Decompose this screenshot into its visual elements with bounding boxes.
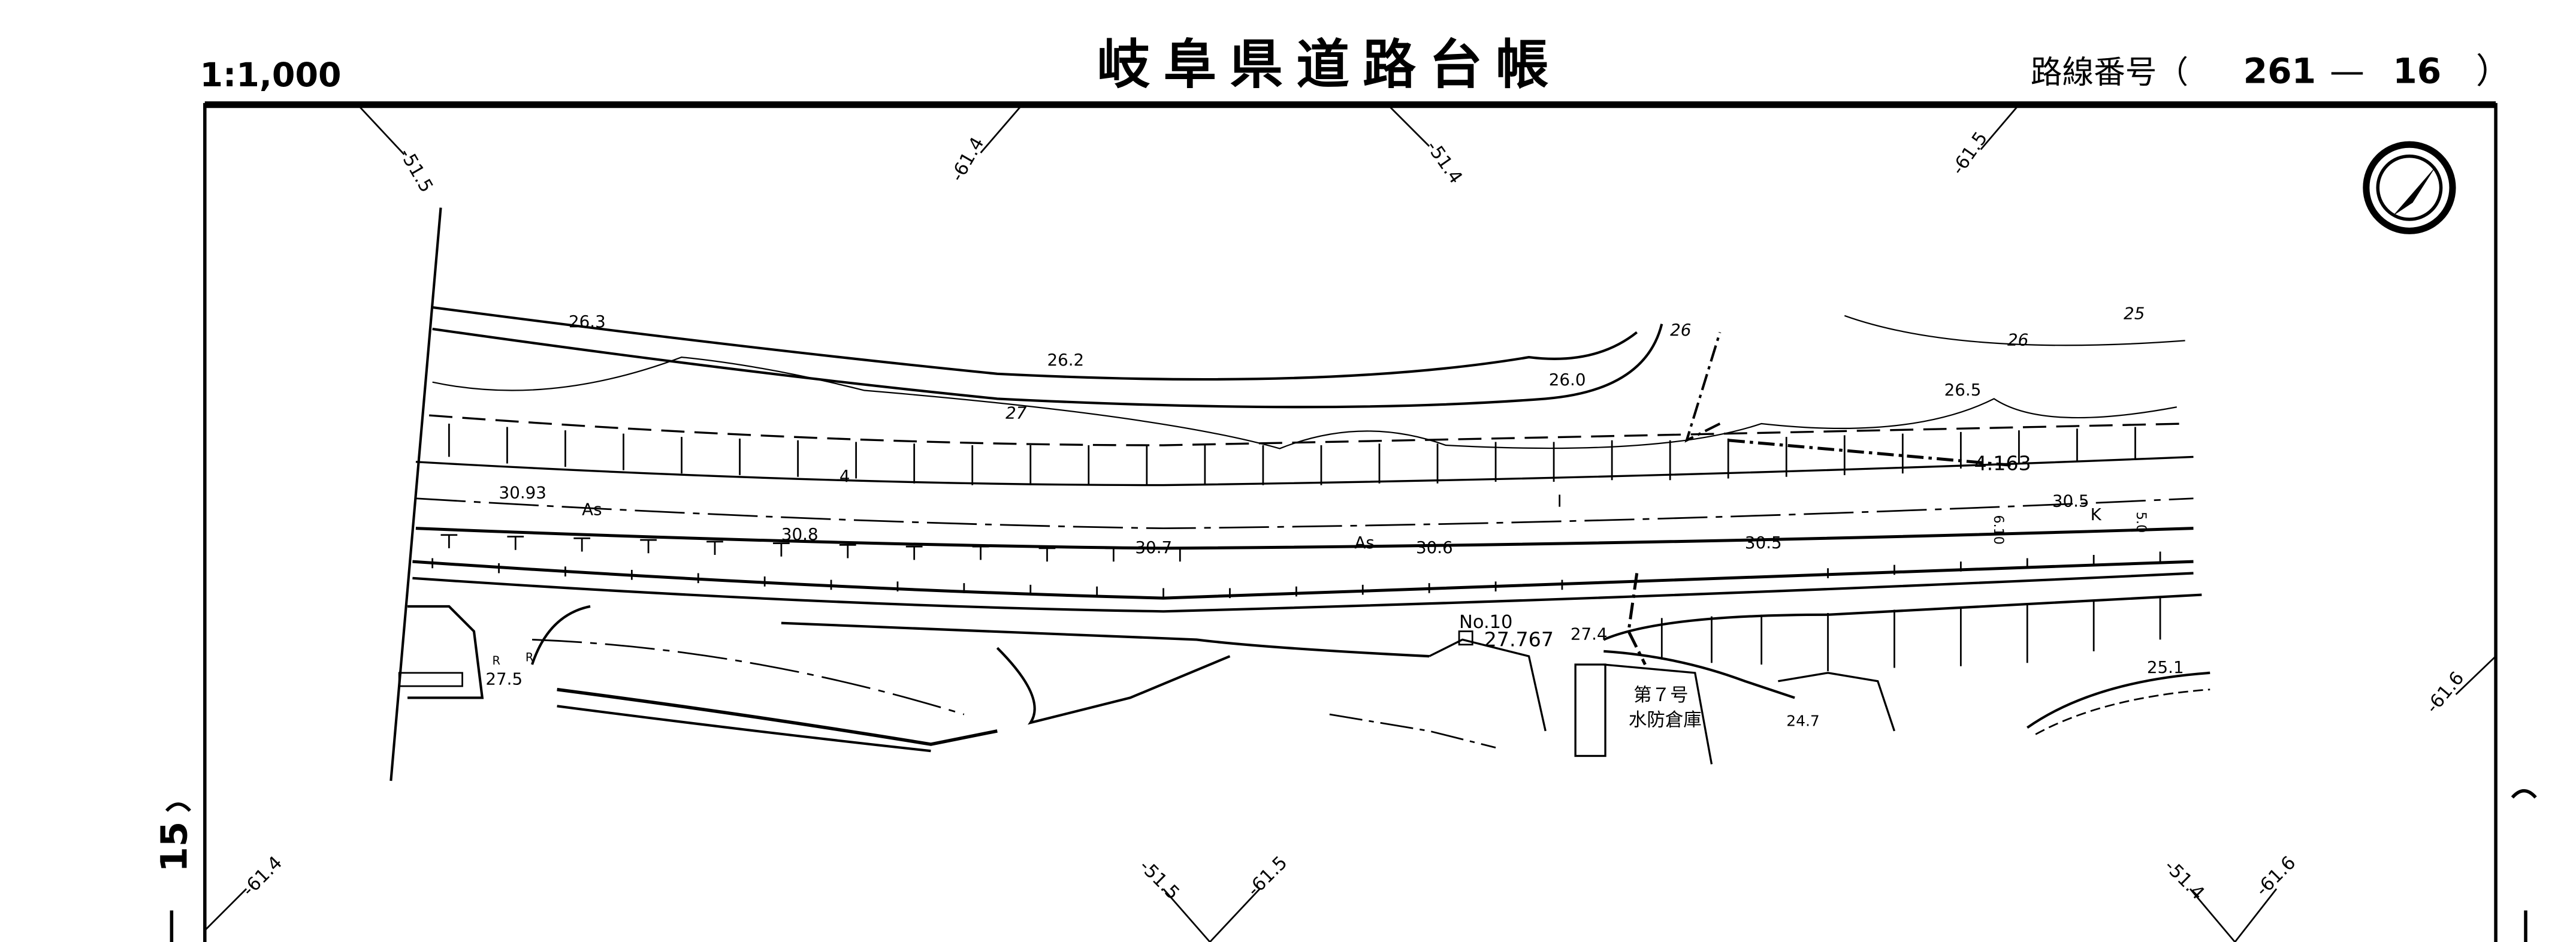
elevation-label: 30.8 <box>781 524 819 544</box>
grid-label: -51.4 <box>1422 137 1466 188</box>
route-number: 261 <box>2243 51 2317 92</box>
sheet-title: 岐阜県道路台帳 <box>1097 34 1562 96</box>
route-label: 路線番号（ <box>2031 55 2188 91</box>
contour-label: 26 <box>2007 330 2028 350</box>
building-label: 第７号 <box>1633 685 1688 706</box>
grid-label: -61.6 <box>2422 668 2469 717</box>
elevation-label: 27.767 <box>1484 627 1554 651</box>
elevation-label: 25.1 <box>2147 657 2184 677</box>
contour-label: 25 <box>2124 303 2145 323</box>
station-label: No.10 <box>1459 612 1512 633</box>
slope-hachures <box>431 423 2161 672</box>
margin-bracket-left <box>165 802 191 812</box>
map-frame <box>203 102 2498 942</box>
grid-label: -51.5 <box>1135 856 1183 904</box>
mark-label: K <box>2091 505 2102 524</box>
elevation-label: 30.6 <box>1416 538 1453 557</box>
elevation-label: 30.7 <box>1135 538 1172 557</box>
contour-label: 27 <box>1005 403 1027 423</box>
building-label: 水防倉庫 <box>1629 710 1702 731</box>
elevation-label: 26.5 <box>1944 380 1982 400</box>
width-label: 5.0 <box>2133 512 2149 533</box>
north-arrow-icon <box>2363 141 2456 234</box>
grid-label: -61.5 <box>1947 128 1992 179</box>
pavement-label: As <box>1354 533 1374 552</box>
elevation-label: 26.0 <box>1549 370 1586 390</box>
margin-bracket-right <box>2511 789 2537 799</box>
mark-label: R <box>526 650 533 664</box>
mark-label: I <box>1557 491 1562 511</box>
route-dash: — <box>2330 51 2364 92</box>
grid-label: -61.6 <box>2252 852 2300 901</box>
elevation-label: 30.93 <box>499 483 546 503</box>
scale-label: 1:1,000 <box>200 56 342 95</box>
map-linework <box>389 207 2210 781</box>
elevation-label: 26.2 <box>1047 350 1084 370</box>
route-close: ） <box>2476 51 2511 92</box>
grid-label: -61.4 <box>947 134 989 185</box>
station-marker <box>1458 630 1473 646</box>
contour-label: 26 <box>1670 320 1691 340</box>
width-label: 6.10 <box>1991 515 2006 544</box>
elevation-label: 24.7 <box>1786 712 1820 730</box>
elevation-label: 26.3 <box>569 312 606 331</box>
grid-label: -51.5 <box>395 145 437 197</box>
pavement-label: As <box>582 499 602 519</box>
station-label: 4 <box>839 466 850 486</box>
elevation-label: 30.5 <box>2052 491 2089 511</box>
grid-label: -61.4 <box>238 852 287 901</box>
sheet-number: 15 <box>153 822 195 872</box>
elevation-label: 27.4 <box>1571 624 1608 644</box>
elevation-label: 27.5 <box>485 669 523 689</box>
route-section: 16 <box>2393 51 2441 92</box>
mark-label: R <box>492 654 500 668</box>
grid-label: -61.5 <box>1243 852 1292 901</box>
grid-ticks <box>204 104 2497 942</box>
benchmark-label: 4.163 <box>1974 452 2031 475</box>
grid-label: -51.4 <box>2160 856 2209 904</box>
elevation-label: 30.5 <box>1745 533 1782 552</box>
